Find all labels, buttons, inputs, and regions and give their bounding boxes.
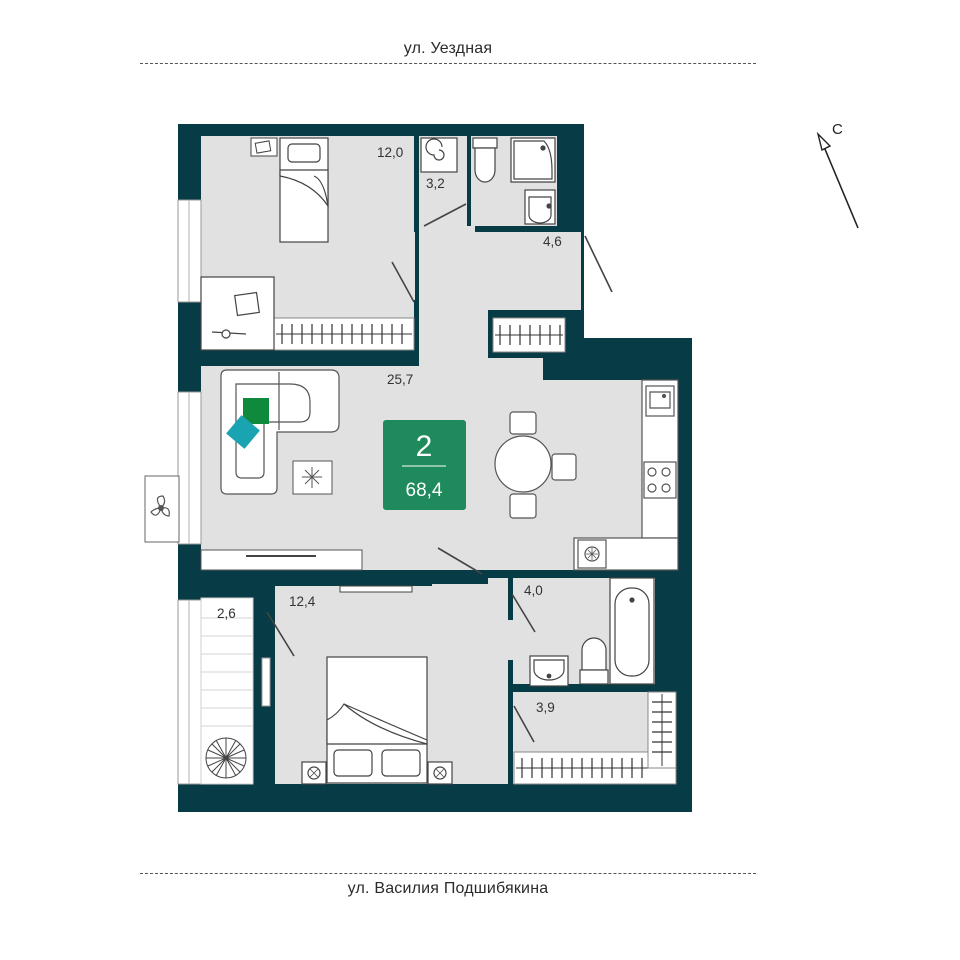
- area-bathroom-top: 4,6: [543, 234, 562, 249]
- door-bedroom-bottom: [266, 611, 295, 657]
- wall-bath-bottom: [475, 226, 557, 232]
- single-bed-icon: [279, 137, 329, 243]
- door-bedroom-top: [391, 261, 415, 303]
- street-line-top: [140, 63, 756, 64]
- floor-hall: [419, 224, 581, 310]
- sink-bottom-icon: [529, 655, 569, 687]
- wall-wc-bath: [467, 136, 471, 226]
- plant-icon: [205, 737, 247, 779]
- sink-top-icon: [524, 189, 556, 225]
- street-name-top: ул. Уездная: [403, 40, 493, 57]
- area-living-kitchen: 25,7: [387, 372, 413, 387]
- badge-room-count: 2: [416, 430, 433, 463]
- toilet-bottom-icon: [579, 637, 609, 685]
- wardrobe-room-icon: [513, 691, 677, 785]
- wall-balcony-bedroom-low: [253, 706, 275, 784]
- wall-bath-wardrobe: [513, 684, 676, 692]
- bedside-lamp-left-icon: [301, 761, 327, 785]
- double-bed-icon: [326, 656, 428, 784]
- apartment-summary-badge: 2 68,4: [383, 420, 466, 510]
- wall-bedroom-living: [201, 350, 419, 366]
- door-wc: [423, 203, 467, 227]
- cushion-teal-icon: [226, 415, 260, 449]
- compass-letter: С: [832, 121, 843, 138]
- doors: [266, 203, 613, 743]
- north-arrow-icon: С: [816, 121, 859, 229]
- badge-total-area: 68,4: [406, 480, 443, 501]
- tv-stand-icon: [200, 549, 363, 571]
- bathtub-icon: [609, 577, 655, 685]
- area-balcony: 2,6: [217, 606, 236, 621]
- area-wardrobe: 3,9: [536, 700, 555, 715]
- street-line-bottom: [140, 873, 756, 874]
- wall-bedroom-bath-low: [508, 660, 513, 784]
- kitchen-counter-icon: [573, 379, 679, 571]
- door-living-hall: [437, 547, 483, 575]
- door-wardrobe: [513, 705, 535, 743]
- wall-bedroom-bath: [508, 578, 513, 620]
- toilet-top-icon: [472, 137, 498, 183]
- dining-table-icon: [494, 411, 577, 519]
- door-bathroom-bottom: [511, 593, 536, 633]
- street-name-bottom: ул. Василия Подшибякина: [347, 880, 549, 897]
- area-bedroom-bottom: 12,4: [289, 594, 316, 609]
- wall-bedroom-hall: [414, 136, 419, 232]
- cushion-green-icon: [243, 398, 269, 424]
- wall-bath-right: [557, 136, 581, 232]
- shower-tray-icon: [510, 137, 556, 183]
- area-bathroom-bottom: 4,0: [524, 583, 543, 598]
- ac-unit-icon: [144, 475, 180, 543]
- shelf-icon: [339, 585, 413, 593]
- area-bedroom-top: 12,0: [377, 145, 403, 160]
- rug-icon: [292, 460, 333, 495]
- desk-icon: [200, 276, 275, 351]
- area-wc: 3,2: [426, 176, 445, 191]
- wall-balcony-bedroom: [253, 598, 275, 608]
- room-labels: 12,0 3,2 4,6 25,7 12,4 2,6 4,0 3,9: [217, 145, 562, 715]
- wall-living-bottom-right: [484, 570, 678, 578]
- wardrobe-bedroom-top-icon: [273, 317, 415, 351]
- bedside-lamp-right-icon: [427, 761, 453, 785]
- nightstand-icon: [250, 137, 278, 157]
- door-bathroom-top: [584, 235, 613, 293]
- wardrobe-hall-icon: [492, 317, 566, 353]
- window-balcony-door: [261, 657, 271, 707]
- wall-bedroom-hall-lower: [414, 300, 419, 360]
- wall-living-bottom: [201, 570, 432, 586]
- washing-machine-icon: [420, 137, 458, 173]
